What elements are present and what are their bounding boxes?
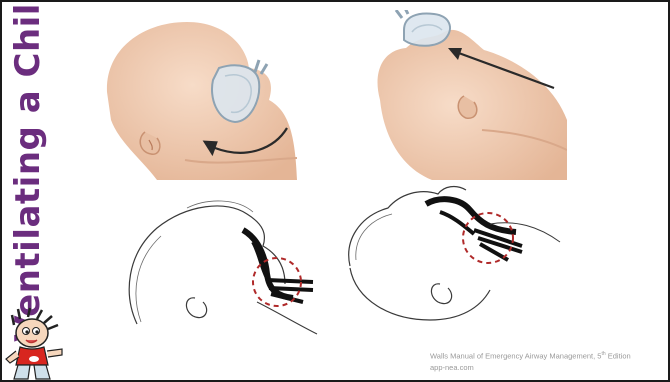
neutral-position-mask-illustration [97, 10, 297, 180]
neutral-airway-sketch [117, 194, 327, 342]
extended-position-mask-illustration [362, 10, 567, 180]
extended-airway-sketch [340, 180, 565, 328]
website-line: app-nea.com [430, 362, 660, 374]
slide-title: Ventilating a Child [5, 14, 51, 306]
source-credit: Walls Manual of Emergency Airway Managem… [430, 348, 660, 375]
citation-prefix: Walls Manual of Emergency Airway Managem… [430, 351, 601, 360]
citation-line: Walls Manual of Emergency Airway Managem… [430, 348, 660, 363]
slide-title-text: Ventilating a Child [8, 0, 48, 342]
citation-suffix: Edition [606, 351, 631, 360]
child-mascot-icon [4, 307, 70, 382]
